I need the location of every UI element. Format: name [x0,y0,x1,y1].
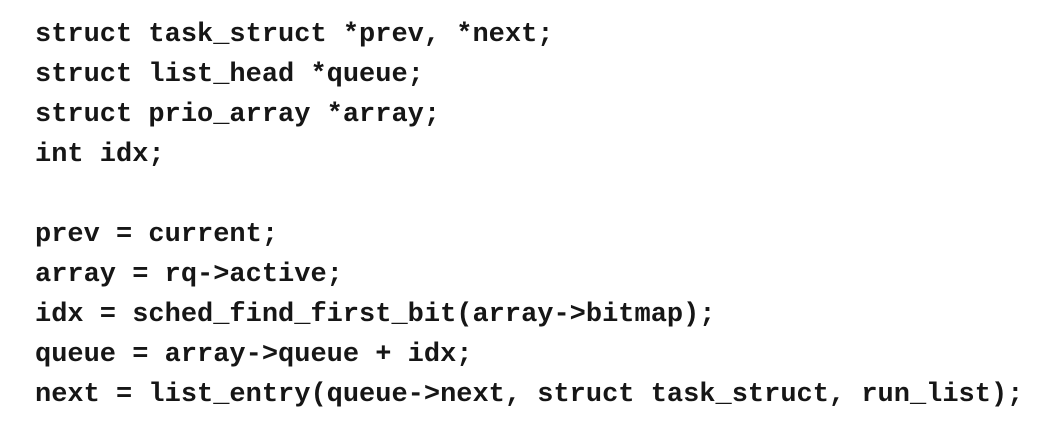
code-line-declaration-idx: int idx; [35,140,165,170]
code-line-assign-next: next = list_entry(queue->next, struct ta… [35,380,1024,410]
code-line-assign-idx: idx = sched_find_first_bit(array->bitmap… [35,300,716,330]
code-line-blank [35,175,1062,215]
code-line-assign-queue: queue = array->queue + idx; [35,340,473,370]
code-line-declaration-list-head: struct list_head *queue; [35,60,424,90]
code-line-assign-prev: prev = current; [35,220,279,250]
code-line-declaration-prio-array: struct prio_array *array; [35,100,441,130]
code-line-assign-array: array = rq->active; [35,260,343,290]
code-line-declaration-task-struct: struct task_struct *prev, *next; [35,20,554,50]
